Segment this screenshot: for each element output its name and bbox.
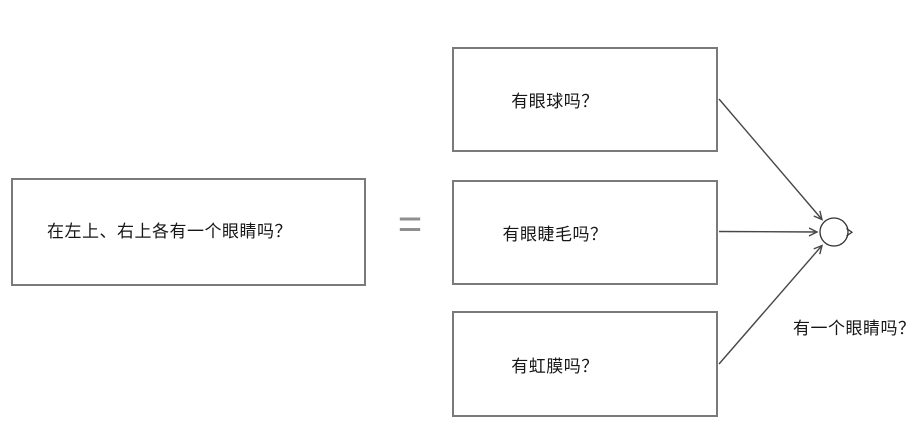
merge-node-output-tick	[846, 228, 854, 237]
question-box-main-label: 在左上、右上各有一个眼睛吗？	[47, 221, 292, 241]
condition-box-eyeball-label: 有眼球吗？	[511, 92, 599, 111]
condition-box-eyeball: 有眼球吗？	[452, 47, 718, 152]
condition-box-eyelash: 有眼睫毛吗？	[452, 180, 718, 285]
condition-box-iris: 有虹膜吗？	[452, 311, 718, 417]
condition-box-eyelash-label: 有眼睫毛吗？	[502, 225, 608, 244]
merge-output-label: 有一个眼睛吗？	[793, 319, 915, 338]
equals-sign: =	[397, 200, 423, 247]
arrow-eyeball-to-merge	[718, 98, 824, 221]
condition-box-iris-label: 有虹膜吗？	[511, 356, 599, 376]
arrow-iris-to-merge	[718, 244, 824, 365]
merge-node-circle	[819, 217, 849, 247]
arrow-eyelash-to-merge	[718, 227, 819, 237]
question-box-main: 在左上、右上各有一个眼睛吗？	[11, 178, 366, 286]
